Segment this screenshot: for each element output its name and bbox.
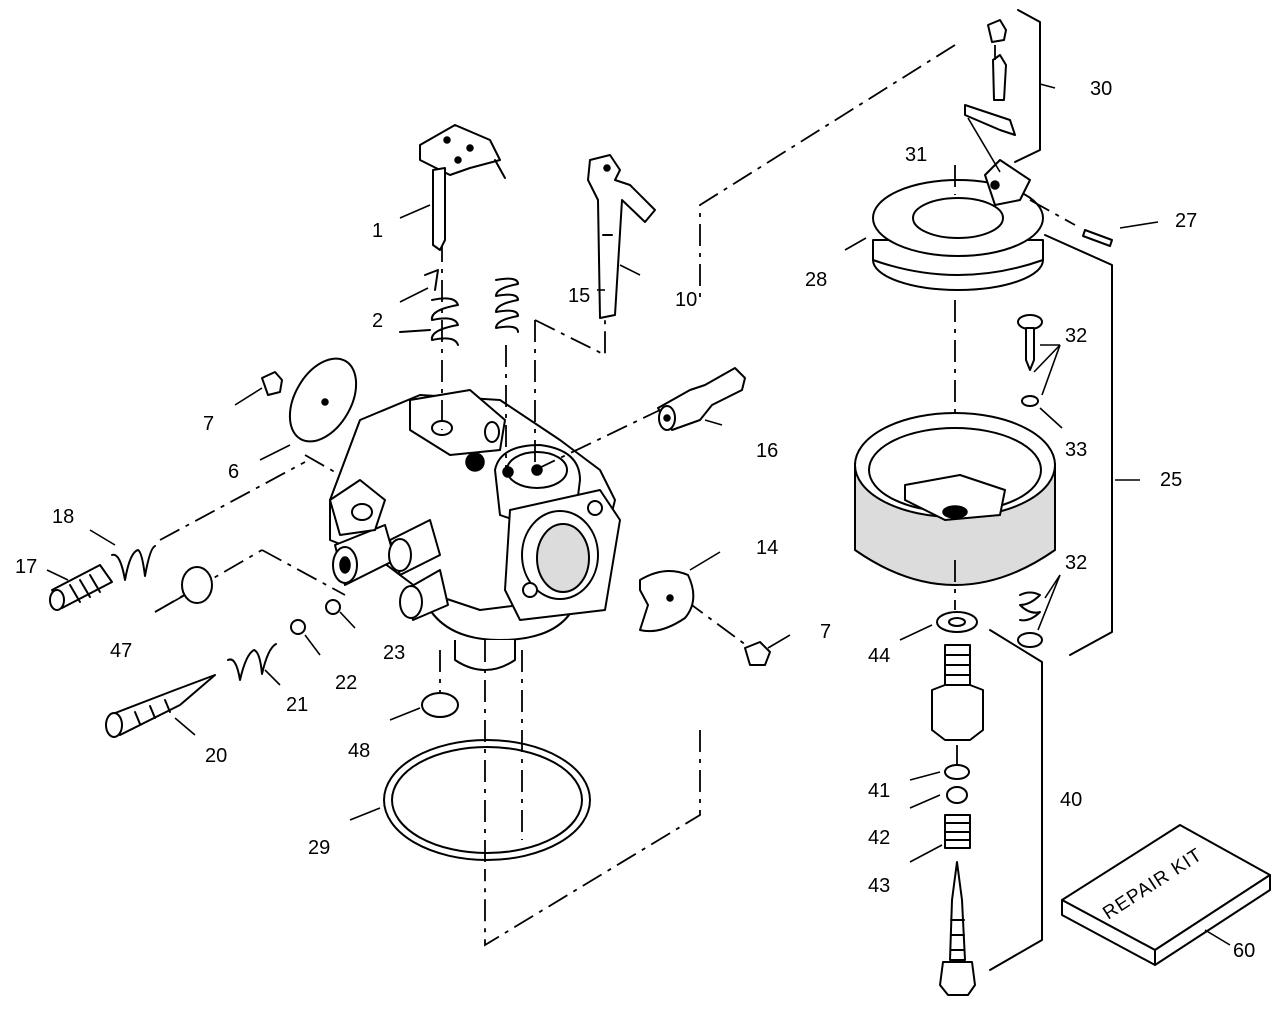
carburetor-body xyxy=(329,389,621,671)
throttle-spring xyxy=(399,269,459,346)
choke-plate xyxy=(639,570,695,633)
centerline-27 xyxy=(1029,199,1076,226)
label-part-27: 27 xyxy=(1175,210,1198,232)
label-part-14: 14 xyxy=(756,537,779,559)
label-part-33: 33 xyxy=(1065,439,1088,461)
drain-spring xyxy=(1019,591,1041,622)
label-part-23: 23 xyxy=(383,642,406,664)
seat-48 xyxy=(421,692,459,718)
centerline-18 xyxy=(159,461,306,541)
label-part-6: 6 xyxy=(228,461,240,483)
idle-spring xyxy=(495,277,519,333)
welch-plug xyxy=(181,566,213,604)
label-part-18: 18 xyxy=(52,506,75,528)
label-part-40: 40 xyxy=(1060,789,1083,811)
label-part-2: 2 xyxy=(372,310,384,332)
label-part-44: 44 xyxy=(868,645,891,667)
label-part-1: 1 xyxy=(372,220,384,242)
label-part-32-bottom: 32 xyxy=(1065,552,1088,574)
leader-lines xyxy=(46,83,1231,946)
fuel-inlet-fitting xyxy=(657,367,746,431)
main-adjust-needle xyxy=(939,861,976,996)
bowl-drain-parts xyxy=(1017,314,1043,407)
inlet-needle xyxy=(964,19,1016,136)
label-part-48: 48 xyxy=(348,740,371,762)
float-bowl xyxy=(854,412,1056,586)
idle-spring-18 xyxy=(111,545,156,581)
label-part-15: 15 xyxy=(568,285,591,307)
repair-kit-box: REPAIR KIT xyxy=(1061,824,1271,966)
centerline-16 xyxy=(534,409,661,471)
bracket-40 xyxy=(989,629,1043,971)
label-part-42: 42 xyxy=(868,827,891,849)
label-part-7-left: 7 xyxy=(203,413,215,435)
throttle-lever xyxy=(419,124,506,251)
screw-7a xyxy=(261,371,283,396)
bowl-gasket xyxy=(383,739,591,861)
bracket-10-bottom xyxy=(484,730,701,947)
choke-shaft xyxy=(587,154,656,319)
washer-41 xyxy=(944,764,970,780)
label-part-17: 17 xyxy=(15,556,38,578)
label-part-30: 30 xyxy=(1090,78,1113,100)
bowl-nut xyxy=(931,644,984,741)
label-part-43: 43 xyxy=(868,875,891,897)
screw-7b xyxy=(744,641,771,666)
bracket-30 xyxy=(1014,9,1041,163)
bracket-25 xyxy=(1044,234,1113,656)
main-spring-21 xyxy=(227,643,277,681)
label-part-21: 21 xyxy=(286,694,309,716)
idle-mixture-screw xyxy=(49,564,113,611)
washer-22 xyxy=(290,619,306,635)
label-part-16: 16 xyxy=(756,440,779,462)
centerline-14 xyxy=(684,599,751,649)
oring-42 xyxy=(946,786,968,804)
bracket-10-top xyxy=(699,44,956,300)
label-part-22: 22 xyxy=(335,672,358,694)
label-part-7-right: 7 xyxy=(820,621,832,643)
washer-23 xyxy=(325,599,341,615)
main-mixture-screw xyxy=(105,674,216,738)
label-part-47: 47 xyxy=(110,640,133,662)
float-pin xyxy=(1082,229,1113,247)
label-part-28: 28 xyxy=(805,269,828,291)
label-part-29: 29 xyxy=(308,837,331,859)
centerline-6 xyxy=(304,454,341,476)
centerline-15 xyxy=(534,300,606,357)
label-part-31: 31 xyxy=(905,144,928,166)
label-part-25: 25 xyxy=(1160,469,1183,491)
label-part-41: 41 xyxy=(868,780,891,802)
label-part-60: 60 xyxy=(1233,940,1256,962)
label-part-32-top: 32 xyxy=(1065,325,1088,347)
drain-clip xyxy=(1017,632,1043,648)
float xyxy=(872,159,1044,291)
centerline-23 xyxy=(261,549,346,596)
throttle-plate xyxy=(288,357,358,443)
label-part-10: 10 xyxy=(675,289,698,311)
label-part-20: 20 xyxy=(205,745,228,767)
